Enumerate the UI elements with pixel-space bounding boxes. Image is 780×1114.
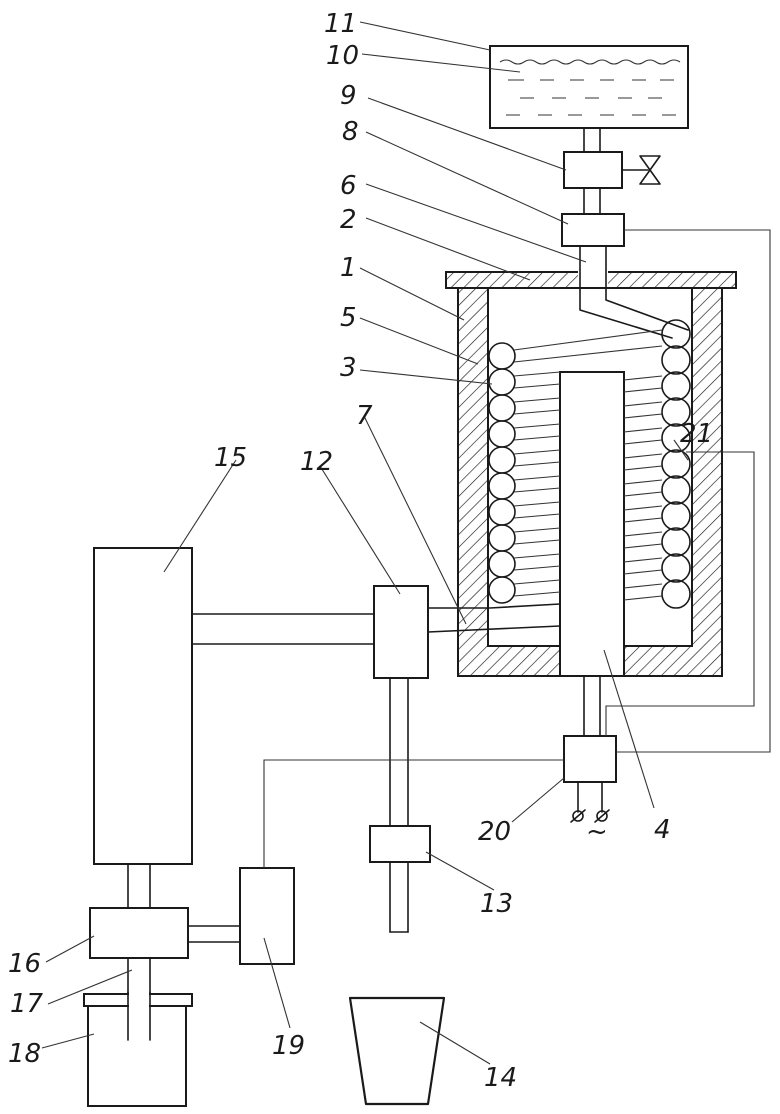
- coil-turns-right: [623, 375, 663, 601]
- label-5: 5: [340, 303, 357, 333]
- label-2: 2: [340, 205, 357, 235]
- coil-left: [488, 342, 516, 604]
- pipe-down-to-13: [389, 677, 409, 933]
- label-13: 13: [480, 889, 513, 919]
- label-15: 15: [214, 443, 247, 473]
- label-14: 14: [484, 1063, 517, 1093]
- control-unit: [563, 735, 617, 783]
- label-6: 6: [340, 171, 357, 201]
- core-stem: [583, 675, 601, 737]
- heater-core: [559, 371, 625, 677]
- label-16: 16: [8, 949, 41, 979]
- label-11: 11: [324, 9, 357, 39]
- label-4: 4: [654, 815, 671, 845]
- pipe-to-column: [191, 613, 375, 645]
- label-ac: ~: [586, 817, 608, 847]
- tank: [489, 45, 689, 129]
- coil-turns-left: [513, 329, 663, 597]
- label-12: 12: [300, 447, 333, 477]
- receiver: [83, 991, 193, 1107]
- column: [93, 547, 193, 865]
- valve: [563, 151, 661, 189]
- callout-labels: 11 10 9 8 6 2 1 5 3 7 12 15 21 20 ~ 4 13…: [8, 9, 713, 1093]
- label-21: 21: [680, 419, 713, 449]
- label-20: 20: [478, 817, 511, 847]
- label-18: 18: [8, 1039, 41, 1069]
- power-terminals: [570, 781, 610, 823]
- tap-block: [369, 825, 431, 863]
- distributor: [373, 585, 429, 679]
- coil-right: [661, 319, 691, 609]
- pipe-column-down: [127, 863, 151, 909]
- label-19: 19: [272, 1031, 305, 1061]
- flow-meter: [561, 213, 625, 247]
- feed-pipe: [583, 127, 601, 215]
- outlet-pipe: [427, 603, 561, 633]
- inlet-pipe: [579, 245, 689, 339]
- label-3: 3: [340, 353, 357, 383]
- separator: [89, 907, 189, 959]
- cup: [348, 996, 446, 1106]
- label-7: 7: [356, 401, 373, 431]
- label-8: 8: [342, 117, 359, 147]
- pipe-to-19: [187, 925, 241, 943]
- label-17: 17: [10, 989, 44, 1019]
- leader-lines: [41, 21, 689, 1065]
- control-wires: [263, 229, 771, 868]
- label-10: 10: [326, 41, 359, 71]
- label-9: 9: [340, 81, 357, 111]
- label-1: 1: [340, 253, 357, 283]
